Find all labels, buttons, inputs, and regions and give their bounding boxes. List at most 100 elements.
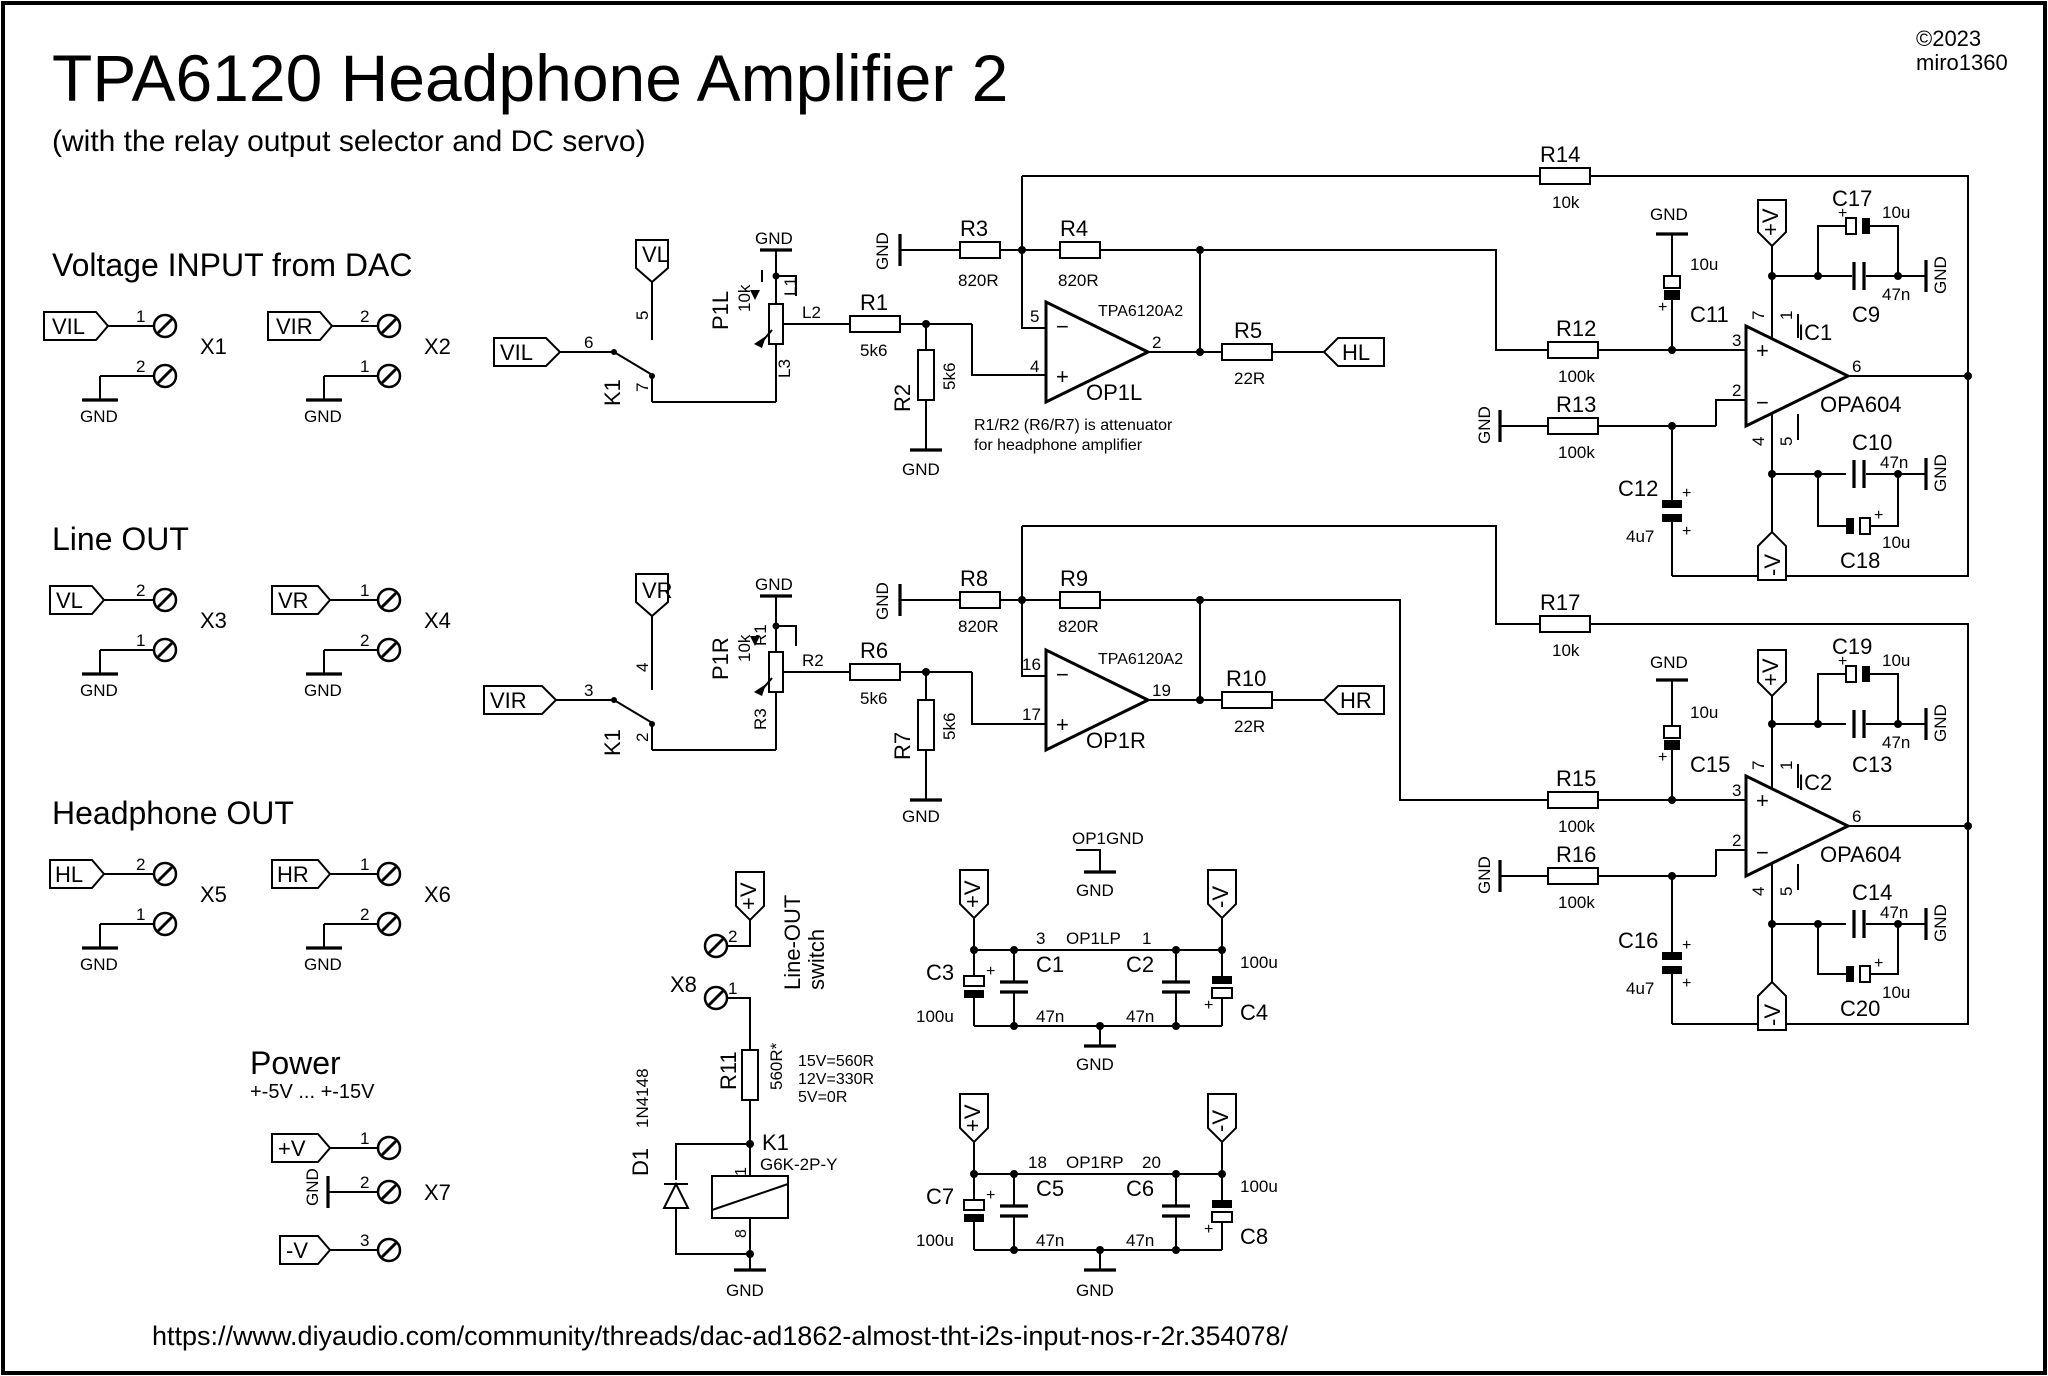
svg-text:5: 5 bbox=[1777, 887, 1796, 896]
svg-text:+: + bbox=[1874, 955, 1883, 972]
svg-text:1: 1 bbox=[733, 1167, 750, 1176]
svg-text:+: + bbox=[1756, 788, 1769, 813]
svg-text:820R: 820R bbox=[1058, 271, 1099, 290]
svg-text:R2: R2 bbox=[802, 651, 824, 670]
svg-text:R6: R6 bbox=[860, 638, 888, 663]
svg-text:+: + bbox=[1658, 749, 1667, 766]
svg-text:GND: GND bbox=[902, 460, 940, 479]
net-flag-vminus bbox=[1207, 1093, 1237, 1144]
svg-text:GND: GND bbox=[1931, 904, 1950, 942]
svg-text:+: + bbox=[1204, 1221, 1213, 1238]
left-channel: VIL 6 VL 5 7 K1 P1L 10k L1 L2 L3 GND bbox=[493, 142, 1969, 479]
svg-text:P1R: P1R bbox=[708, 637, 733, 680]
svg-text:C17: C17 bbox=[1832, 186, 1872, 211]
svg-text:GND: GND bbox=[1931, 454, 1950, 492]
resistor-r3 bbox=[959, 241, 1001, 259]
connector-x4: VR 1 2 GND X4 bbox=[271, 581, 451, 700]
potentiometer-p1r: P1R 10k R1 R2 R3 GND bbox=[708, 575, 850, 750]
svg-text:2: 2 bbox=[360, 631, 369, 650]
svg-text:2: 2 bbox=[136, 855, 145, 874]
svg-text:R10: R10 bbox=[1226, 666, 1266, 691]
svg-text:47n: 47n bbox=[1880, 903, 1908, 922]
svg-text:GND: GND bbox=[873, 232, 892, 270]
svg-text:GND: GND bbox=[1650, 653, 1688, 672]
svg-text:16: 16 bbox=[1022, 655, 1041, 674]
svg-text:R15: R15 bbox=[1556, 766, 1596, 791]
svg-text:19: 19 bbox=[1152, 681, 1171, 700]
capacitor-c17 bbox=[1845, 217, 1857, 235]
svg-text:HR: HR bbox=[1340, 688, 1372, 713]
svg-text:OP1GND: OP1GND bbox=[1072, 829, 1144, 848]
svg-text:3: 3 bbox=[1036, 929, 1045, 948]
svg-text:10k: 10k bbox=[1552, 193, 1580, 212]
svg-text:C2: C2 bbox=[1126, 952, 1154, 977]
svg-text:-V: -V bbox=[1760, 554, 1785, 576]
net-flag-vr bbox=[271, 585, 332, 615]
net-flag-vplus bbox=[1757, 649, 1787, 698]
net-flag-vr bbox=[635, 573, 669, 618]
svg-text:2: 2 bbox=[1152, 333, 1161, 352]
resistor-r4 bbox=[1059, 241, 1101, 259]
svg-text:10k: 10k bbox=[735, 634, 754, 662]
svg-text:1: 1 bbox=[728, 979, 737, 998]
svg-text:OP1L: OP1L bbox=[1086, 380, 1142, 405]
svg-text:R7: R7 bbox=[890, 732, 915, 760]
svg-text:C6: C6 bbox=[1126, 1176, 1154, 1201]
capacitor-c16 bbox=[1662, 966, 1682, 974]
svg-text:C12: C12 bbox=[1618, 476, 1658, 501]
section-line-out: Line OUT bbox=[52, 521, 189, 557]
svg-text:5: 5 bbox=[633, 311, 652, 320]
svg-text:2: 2 bbox=[1732, 381, 1741, 400]
svg-text:820R: 820R bbox=[958, 617, 999, 636]
svg-text:10u: 10u bbox=[1690, 255, 1718, 274]
resistor-r10 bbox=[1221, 691, 1273, 709]
svg-text:L1: L1 bbox=[781, 277, 800, 296]
svg-text:R5: R5 bbox=[1234, 318, 1262, 343]
svg-text:1N4148: 1N4148 bbox=[633, 1068, 652, 1128]
net-flag-vl bbox=[635, 239, 669, 284]
svg-text:2: 2 bbox=[633, 733, 652, 742]
svg-text:10u: 10u bbox=[1882, 983, 1910, 1002]
svg-text:TPA6120A2: TPA6120A2 bbox=[1098, 651, 1183, 668]
net-flag-vil bbox=[43, 311, 110, 341]
svg-text:C14: C14 bbox=[1852, 880, 1892, 905]
svg-text:Line-OUT: Line-OUT bbox=[780, 895, 805, 990]
svg-text:1: 1 bbox=[136, 905, 145, 924]
svg-text:GND: GND bbox=[1076, 881, 1114, 900]
svg-text:4u7: 4u7 bbox=[1626, 979, 1654, 998]
svg-text:−: − bbox=[1756, 840, 1769, 865]
svg-text:+V: +V bbox=[278, 1136, 306, 1161]
svg-text:+: + bbox=[1682, 523, 1691, 540]
svg-text:4: 4 bbox=[1030, 357, 1039, 376]
svg-text:47n: 47n bbox=[1880, 453, 1908, 472]
svg-text:820R: 820R bbox=[1058, 617, 1099, 636]
servo-ic1: R12 100k GND 10u C11 + GND R13 100k + + … bbox=[1475, 186, 1972, 581]
svg-text:1: 1 bbox=[360, 357, 369, 376]
resistor-r13 bbox=[1547, 417, 1599, 435]
svg-text:+V: +V bbox=[1758, 208, 1783, 236]
svg-text:5V=0R: 5V=0R bbox=[798, 1089, 847, 1106]
capacitor-c3 bbox=[963, 975, 985, 987]
svg-text:6: 6 bbox=[1852, 357, 1861, 376]
svg-text:-V: -V bbox=[1208, 1110, 1233, 1132]
svg-text:4: 4 bbox=[633, 663, 652, 672]
net-flag-hl bbox=[1322, 337, 1385, 367]
net-flag-vminus bbox=[1757, 980, 1787, 1031]
svg-text:C20: C20 bbox=[1840, 996, 1880, 1021]
capacitor-c19 bbox=[1845, 665, 1857, 683]
svg-text:OPA604: OPA604 bbox=[1820, 842, 1902, 867]
svg-text:GND: GND bbox=[304, 407, 342, 426]
svg-text:C15: C15 bbox=[1690, 752, 1730, 777]
svg-text:HR: HR bbox=[277, 862, 309, 887]
power-range: +-5V ... +-15V bbox=[250, 1081, 375, 1103]
svg-text:22R: 22R bbox=[1234, 369, 1265, 388]
svg-text:2: 2 bbox=[728, 927, 737, 946]
svg-text:OP1LP: OP1LP bbox=[1066, 929, 1121, 948]
svg-text:+: + bbox=[986, 1187, 995, 1204]
svg-text:+: + bbox=[1658, 299, 1667, 316]
svg-text:GND: GND bbox=[755, 575, 793, 594]
svg-text:5k6: 5k6 bbox=[940, 363, 959, 390]
svg-text:+V: +V bbox=[960, 880, 985, 908]
connector-x8: X8 bbox=[670, 972, 697, 997]
